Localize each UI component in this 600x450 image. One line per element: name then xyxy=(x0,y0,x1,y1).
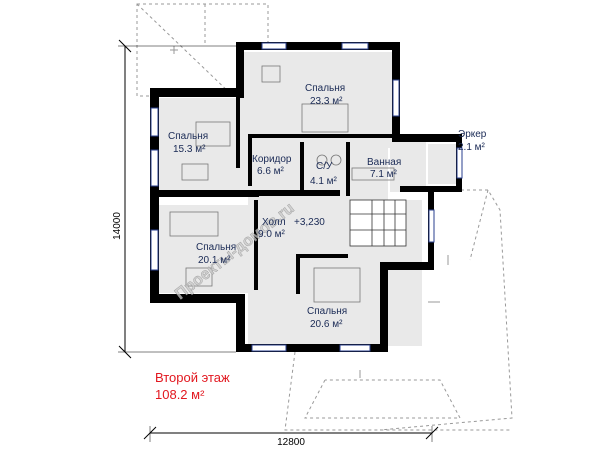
dimension-height: 14000 xyxy=(112,212,123,240)
room-corridor-name: Коридор xyxy=(252,154,292,165)
room-wc-name: С/У xyxy=(316,161,333,172)
room-corridor-area: 6.6 м² xyxy=(257,166,285,177)
room-hall-name: Холл xyxy=(262,217,286,228)
room-bay-area: 2.1 м² xyxy=(458,142,486,153)
room-labels: Спальня 23.3 м² Спальня 15.3 м² Коридор … xyxy=(168,83,487,330)
room-bedroom-bottom-left-name: Спальня xyxy=(196,242,236,253)
room-bedroom-bottom-right-area: 20.6 м² xyxy=(310,319,343,330)
windows xyxy=(150,42,463,352)
floor-caption-area: 108.2 м² xyxy=(155,387,205,402)
floor-caption-title: Второй этаж xyxy=(155,370,230,385)
room-bedroom-bottom-left-area: 20.1 м² xyxy=(198,255,231,266)
room-bedroom-bottom-right-name: Спальня xyxy=(307,306,347,317)
roof-outline-bottom xyxy=(284,351,510,431)
room-bedroom-top-name: Спальня xyxy=(305,83,345,94)
furniture xyxy=(169,65,395,303)
room-bedroom-top-area: 23.3 м² xyxy=(310,96,343,107)
room-bathroom-area: 7.1 м² xyxy=(370,169,398,180)
dimension-lines xyxy=(118,39,439,442)
level-mark: +3,230 xyxy=(294,217,325,228)
room-bay-name: Эркер xyxy=(458,129,487,140)
roof-outline-right xyxy=(379,189,513,431)
floor-area xyxy=(158,52,456,346)
staircase xyxy=(349,199,407,247)
room-bedroom-left-name: Спальня xyxy=(168,131,208,142)
room-wc-area: 4.1 м² xyxy=(310,176,338,187)
dimension-width: 12800 xyxy=(277,437,305,448)
room-bedroom-left-area: 15.3 м² xyxy=(173,144,206,155)
room-bathroom-name: Ванная xyxy=(367,157,401,168)
room-hall-area: 9.0 м² xyxy=(258,229,286,240)
